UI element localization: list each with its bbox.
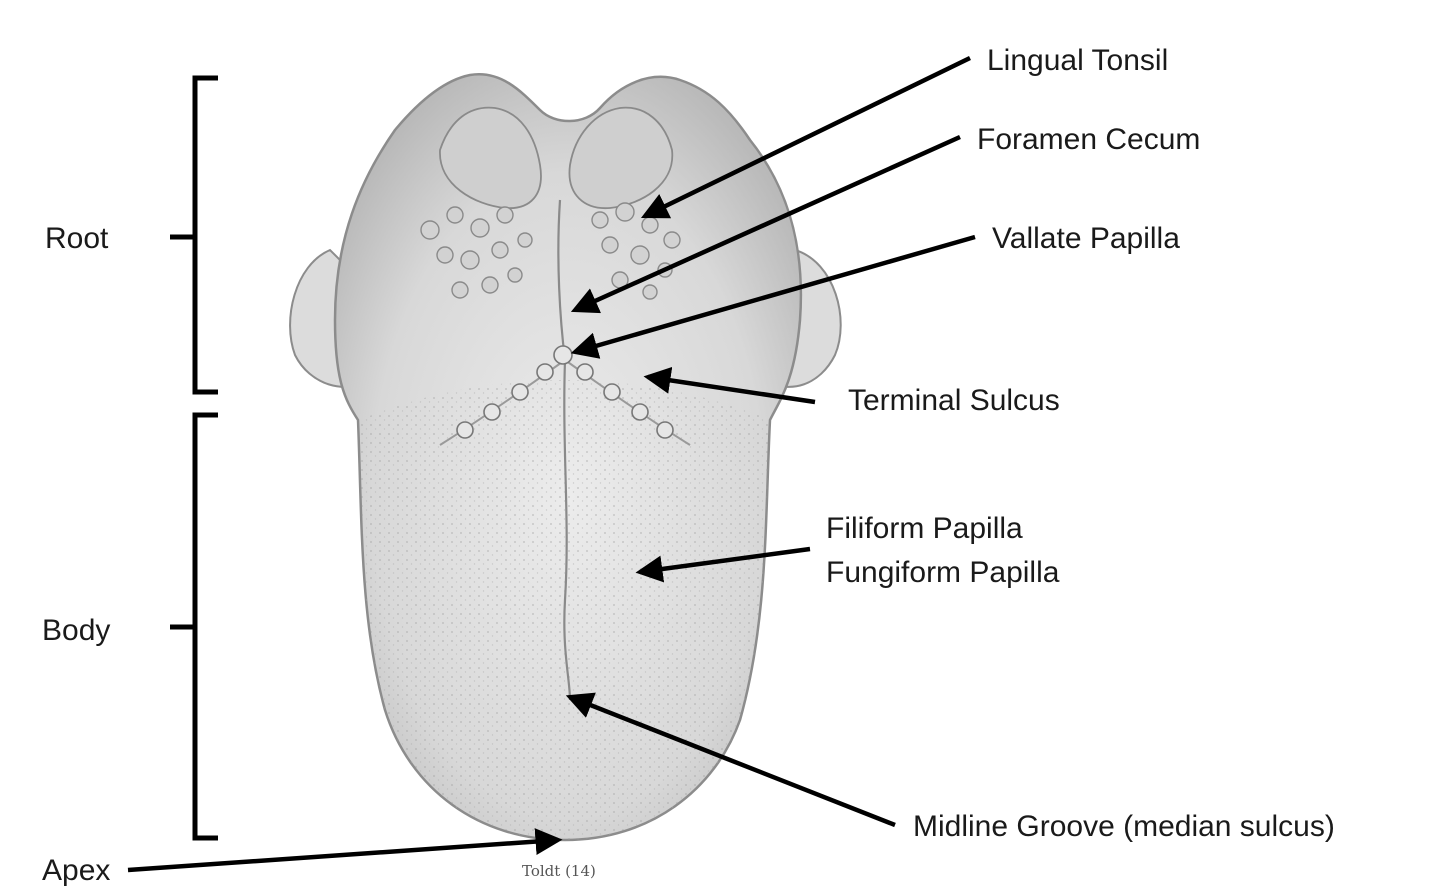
epiglottis-fold-right (568, 106, 674, 209)
epiglottis-fold (439, 106, 542, 209)
vallate-papillae-row (456, 345, 674, 439)
vallate-papilla-label: Vallate Papilla (992, 222, 1180, 255)
fungiform-papilla-label: Fungiform Papilla (826, 556, 1060, 589)
body-label: Body (42, 614, 110, 647)
leader-apex (127, 828, 563, 873)
lingual-tonsil-nodules (420, 202, 681, 300)
leader-lingual-tonsil (640, 55, 971, 219)
figure-source-caption: Toldt (14) (522, 862, 596, 880)
apex-label: Apex (42, 854, 110, 887)
leader-midline-groove (565, 692, 896, 828)
midline-groove-label: Midline Groove (median sulcus) (913, 810, 1335, 843)
foramen-cecum-label: Foramen Cecum (977, 123, 1200, 156)
leader-filiform-fungiform (635, 546, 811, 583)
leader-vallate-papilla (570, 234, 976, 359)
filiform-papilla-label: Filiform Papilla (826, 512, 1023, 545)
leader-terminal-sulcus (643, 366, 816, 405)
terminal-sulcus-label: Terminal Sulcus (848, 384, 1060, 417)
median-sulcus (557, 199, 572, 701)
body-bracket (170, 412, 218, 841)
lingual-tonsil-label: Lingual Tonsil (987, 44, 1168, 77)
tongue-illustration (289, 72, 842, 842)
leader-foramen-cecum (570, 134, 961, 314)
root-label: Root (45, 222, 109, 255)
root-bracket (170, 75, 218, 395)
